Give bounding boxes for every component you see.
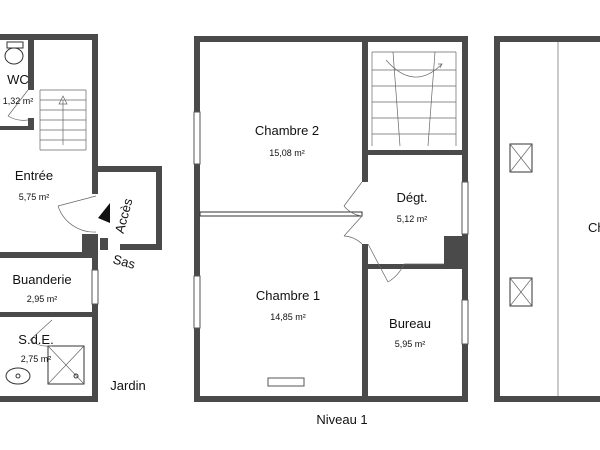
room-area-degt: 5,12 m² <box>397 214 428 224</box>
wall <box>0 126 34 130</box>
shower-drain-icon <box>73 373 79 379</box>
door-swing <box>367 243 405 283</box>
wall <box>100 238 108 250</box>
skylight-icon <box>509 277 533 307</box>
window <box>193 111 201 165</box>
room-area-wc: 1,32 m² <box>3 96 34 106</box>
plan-ground-floor: WC 1,32 m² Entrée 5,75 m² Accès Sas Buan… <box>0 34 162 402</box>
wall <box>156 166 162 250</box>
wall <box>28 40 34 90</box>
room-label-buanderie: Buanderie <box>12 272 71 287</box>
skylight-icon <box>509 143 533 173</box>
room-label-degt: Dégt. <box>396 190 427 205</box>
room-label-chambre-1: Chambre 1 <box>256 288 320 303</box>
wall <box>494 36 600 42</box>
toilet-icon <box>4 47 24 65</box>
wall <box>92 252 98 400</box>
window <box>461 181 469 235</box>
wall <box>92 34 98 194</box>
plan-niveau-1: Chambre 2 15,08 m² Chambre 1 14,85 m² Dé… <box>193 36 469 427</box>
wall <box>194 396 468 402</box>
room-area-buanderie: 2,95 m² <box>27 294 58 304</box>
radiator <box>267 377 305 387</box>
door-swing <box>343 215 363 245</box>
room-label-bureau: Bureau <box>389 316 431 331</box>
wall <box>0 396 98 402</box>
wall <box>28 118 34 130</box>
level-caption-niveau-1: Niveau 1 <box>316 412 367 427</box>
wall <box>494 396 600 402</box>
entrance-arrow-icon <box>98 203 110 223</box>
room-label-sde: S.d.E. <box>18 332 53 347</box>
wall <box>362 244 368 396</box>
door-swing <box>343 181 363 217</box>
wall <box>368 264 462 269</box>
window <box>461 299 469 345</box>
partition <box>199 211 363 217</box>
wall <box>0 34 98 40</box>
wall <box>194 36 468 42</box>
door-swing <box>29 319 53 347</box>
wall <box>120 244 162 250</box>
room-area-chambre-2: 15,08 m² <box>269 148 305 158</box>
label-sas: Sas <box>111 252 137 272</box>
wall <box>0 312 98 317</box>
room-label-chambre-2: Chambre 2 <box>255 123 319 138</box>
door-swing <box>7 89 29 121</box>
wall <box>362 42 368 182</box>
wall <box>494 36 500 402</box>
label-jardin: Jardin <box>110 378 145 393</box>
sink-icon <box>5 367 31 385</box>
staircase-niveau-1 <box>371 51 457 147</box>
wall <box>368 150 462 155</box>
toilet-tank <box>6 41 24 49</box>
wall <box>0 252 82 258</box>
door-swing <box>57 195 97 233</box>
staircase-ground <box>39 89 87 151</box>
room-label-wc: WC <box>7 72 29 87</box>
plan-combles: Ch <box>494 36 600 402</box>
wall <box>444 236 462 264</box>
room-label-combles: Ch <box>588 220 600 235</box>
wall <box>194 36 200 402</box>
label-acces: Accès <box>112 196 136 235</box>
room-area-bureau: 5,95 m² <box>395 339 426 349</box>
room-area-sde: 2,75 m² <box>21 354 52 364</box>
room-label-entree: Entrée <box>15 168 53 183</box>
window <box>91 269 99 305</box>
shower-tray-icon <box>47 345 85 385</box>
wall <box>92 166 162 172</box>
room-area-chambre-1: 14,85 m² <box>270 312 306 322</box>
window <box>193 275 201 329</box>
room-area-entree: 5,75 m² <box>19 192 50 202</box>
